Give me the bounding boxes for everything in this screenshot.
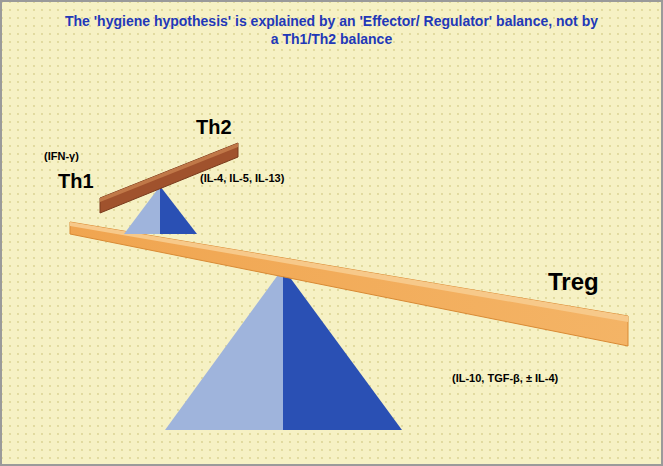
cytokine-label: (IFN-γ): [44, 150, 79, 162]
cell-label: Th2: [196, 116, 232, 139]
cell-label: Treg: [548, 268, 599, 296]
diagram-title: The 'hygiene hypothesis' is explained by…: [60, 12, 603, 48]
cytokine-label: (IL-4, IL-5, IL-13): [200, 172, 284, 184]
cytokine-label: (IL-10, TGF-β, ± IL-4): [452, 372, 558, 384]
cell-label: Th1: [58, 170, 94, 193]
